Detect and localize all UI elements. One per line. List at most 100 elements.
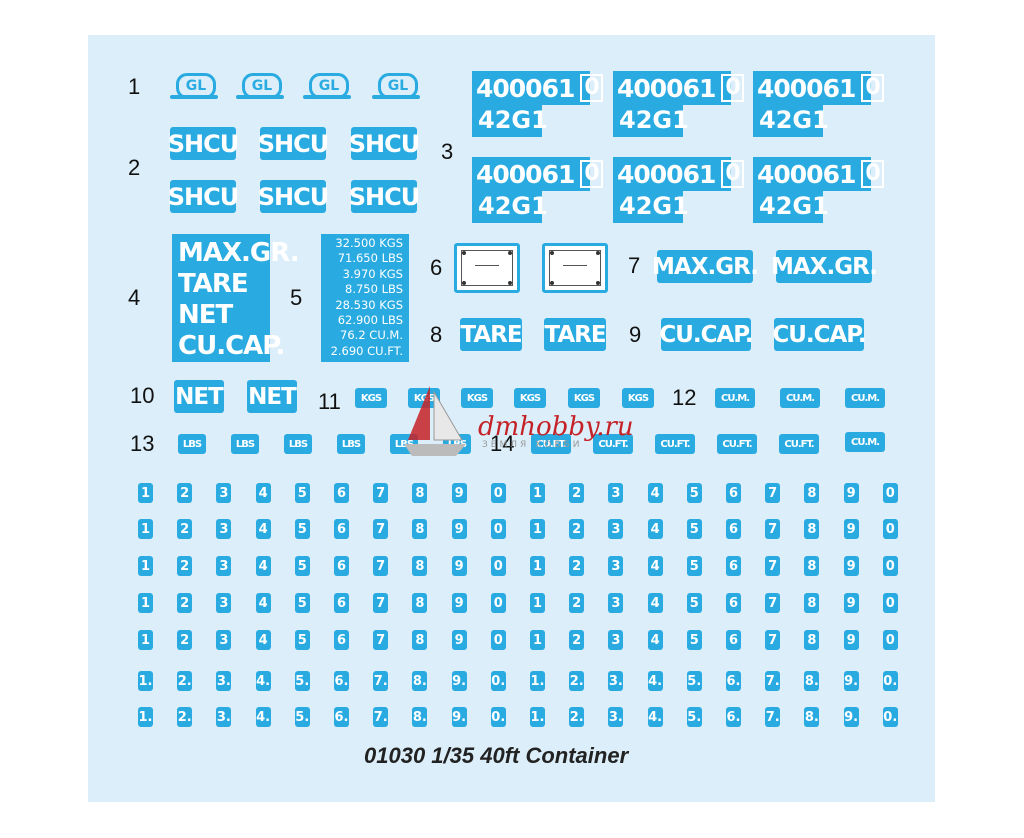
- digit-decal: 0: [490, 519, 506, 539]
- digit-decal: 2: [177, 593, 193, 613]
- digit-decal: 7.: [765, 707, 781, 727]
- digit-decal: 4.: [255, 671, 271, 691]
- sailboat-logo-icon: [404, 386, 466, 456]
- digit-decal: 4.: [647, 707, 663, 727]
- kgs-decal: KGS: [461, 388, 493, 408]
- digit-decal: 0.: [882, 707, 898, 727]
- digit-decal: 3: [608, 519, 624, 539]
- digit-decal: 6: [334, 593, 349, 613]
- digit-decal: 0: [490, 556, 506, 576]
- digit-decal: 9: [451, 519, 467, 539]
- digit-decal: 1: [138, 519, 153, 539]
- digit-decal: 3: [608, 483, 624, 503]
- digit-decal: 2: [569, 593, 585, 613]
- digit-decal: 5: [686, 593, 702, 613]
- digit-decal: 1.: [138, 707, 153, 727]
- label-10: 10: [130, 383, 155, 408]
- digit-decal: 6.: [334, 671, 349, 691]
- lbs-decal: LBS: [231, 434, 259, 454]
- cuft-decal: CU.FT.: [779, 434, 819, 454]
- digit-decal: 4.: [647, 671, 663, 691]
- gl-logo-decal: GL: [170, 71, 218, 101]
- kgs-decal: KGS: [514, 388, 546, 408]
- digit-decal: 2.: [177, 671, 193, 691]
- digit-decal: 6: [334, 630, 349, 650]
- digit-decal: 0.: [490, 707, 506, 727]
- maxgr-decal: MAX.GR.: [771, 250, 878, 283]
- cuft-decal: CU.FT.: [593, 434, 633, 454]
- digit-decal: 9.: [451, 707, 467, 727]
- kgs-decal: KGS: [622, 388, 654, 408]
- label-13: 13: [130, 431, 155, 456]
- digit-decal: 3.: [216, 671, 232, 691]
- digit-decal: 0: [490, 630, 506, 650]
- label-5: 5: [290, 285, 303, 310]
- digit-decal: 5: [294, 556, 310, 576]
- digit-decal: 4: [255, 593, 271, 613]
- digit-decal: 8: [412, 630, 428, 650]
- digit-decal: 1: [530, 593, 545, 613]
- digit-decal: 3: [216, 483, 232, 503]
- digit-decal: 8: [412, 593, 428, 613]
- digit-decal: 9.: [843, 671, 859, 691]
- cuft-decal: CU.FT.: [531, 434, 571, 454]
- digit-decal: 8: [412, 483, 428, 503]
- digit-decal: 2: [569, 630, 585, 650]
- watermark-text: dmhobby.ru: [478, 412, 634, 442]
- digit-decal: 4: [255, 556, 271, 576]
- digit-decal: 4.: [255, 707, 271, 727]
- digit-decal: 9: [451, 630, 467, 650]
- label-1: 1: [128, 74, 141, 99]
- digit-decal: 1: [138, 483, 153, 503]
- digit-decal: 4: [255, 483, 271, 503]
- digit-decal: 8: [804, 556, 820, 576]
- label-12: 12: [672, 385, 697, 410]
- digit-decal: 1: [530, 630, 545, 650]
- digit-decal: 8.: [804, 707, 820, 727]
- lbs-decal: LBS: [337, 434, 365, 454]
- digit-decal: 5: [686, 483, 702, 503]
- digit-decal: 4: [647, 593, 663, 613]
- digit-decal: 7: [765, 593, 781, 613]
- digit-decal: 6: [726, 630, 741, 650]
- label-11: 11: [318, 389, 341, 414]
- kgs-decal: KGS: [355, 388, 387, 408]
- digit-decal: 0.: [490, 671, 506, 691]
- kgs-decal: KGS: [408, 388, 440, 408]
- digit-decal: 6.: [726, 707, 741, 727]
- cuft-decal: CU.FT.: [717, 434, 757, 454]
- digit-decal: 0: [490, 483, 506, 503]
- digit-decal: 0: [490, 593, 506, 613]
- sheet-caption: 01030 1/35 40ft Container: [364, 743, 629, 768]
- gl-logo-decal: GL: [303, 71, 351, 101]
- digit-decal: 5: [686, 519, 702, 539]
- digit-decal: 7: [373, 483, 389, 503]
- shcu-decal: SHCU: [168, 180, 239, 213]
- digit-decal: 9.: [843, 707, 859, 727]
- digit-decal: 7: [765, 519, 781, 539]
- digit-decal: 7: [765, 556, 781, 576]
- digit-decal: 5: [294, 593, 310, 613]
- digit-decal: 6: [726, 593, 741, 613]
- lbs-decal: LBS: [284, 434, 312, 454]
- tare-decal: TARE: [544, 318, 607, 351]
- label-8: 8: [430, 322, 443, 347]
- shcu-decal: SHCU: [258, 127, 329, 160]
- digit-decal: 0: [882, 519, 898, 539]
- digit-decal: 3: [608, 593, 624, 613]
- digit-decal: 7: [373, 556, 389, 576]
- weight-labels-block: MAX.GR. TARE NET CU.CAP.: [172, 234, 300, 362]
- digit-decal: 7: [373, 593, 389, 613]
- net-decal: NET: [174, 380, 224, 413]
- digit-decal: 8: [412, 556, 428, 576]
- digit-decal: 8.: [412, 707, 428, 727]
- digit-decal: 7.: [765, 671, 781, 691]
- digit-decal: 6: [726, 483, 741, 503]
- digit-decal: 9: [451, 593, 467, 613]
- digit-decal: 4: [255, 630, 271, 650]
- digit-decal: 1: [138, 556, 153, 576]
- digit-decal: 7: [373, 519, 389, 539]
